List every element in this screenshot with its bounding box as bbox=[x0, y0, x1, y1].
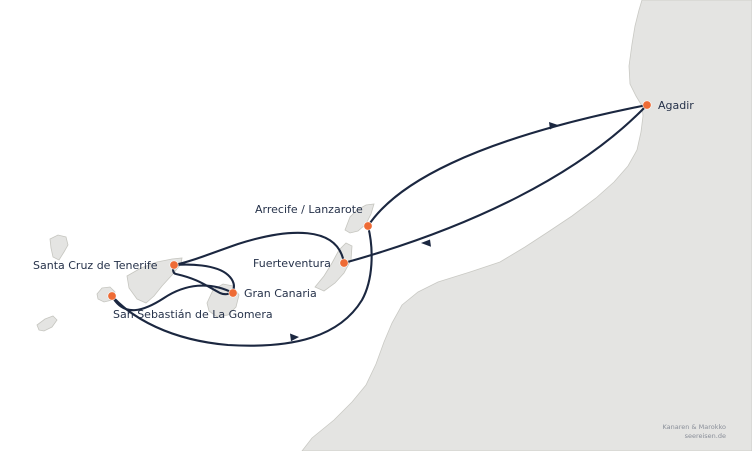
port-label-tenerife: Santa Cruz de Tenerife bbox=[33, 259, 158, 272]
credit-title: Kanaren & Marokko bbox=[662, 423, 726, 431]
route-arrow-icon bbox=[549, 122, 558, 130]
island-lanzarote bbox=[344, 203, 375, 234]
port-label-fuerteventura: Fuerteventura bbox=[253, 257, 331, 270]
port-label-gran-canaria: Gran Canaria bbox=[244, 287, 317, 300]
port-dot-tenerife[interactable] bbox=[169, 260, 179, 270]
island-la-palma bbox=[49, 234, 69, 261]
port-dot-agadir[interactable] bbox=[642, 100, 652, 110]
route-agadir-to-fuerteventura bbox=[342, 103, 649, 265]
african-coast bbox=[301, 0, 752, 451]
route-arrecife-to-agadir bbox=[366, 103, 649, 228]
port-dot-fuerteventura[interactable] bbox=[339, 258, 349, 268]
map-credit: Kanaren & Marokko seereisen.de bbox=[663, 423, 726, 441]
port-dot-arrecife[interactable] bbox=[363, 221, 373, 231]
route-tenerife-to-gran-canaria bbox=[172, 263, 235, 296]
credit-site: seereisen.de bbox=[684, 432, 726, 440]
route-gomera-to-arrecife bbox=[110, 224, 373, 347]
port-label-agadir: Agadir bbox=[658, 99, 694, 112]
port-label-gomera: San Sebastián de La Gomera bbox=[113, 308, 273, 321]
route-arrow-icon bbox=[421, 239, 431, 247]
island-el-hierro bbox=[36, 315, 58, 332]
port-dot-gomera[interactable] bbox=[107, 291, 117, 301]
port-dot-gran-canaria[interactable] bbox=[228, 288, 238, 298]
route-fuerteventura-to-tenerife bbox=[172, 231, 346, 267]
route-arrow-icon bbox=[290, 333, 299, 342]
route-gran-canaria-to-gomera bbox=[110, 284, 235, 312]
island-tenerife bbox=[126, 257, 183, 304]
port-label-arrecife: Arrecife / Lanzarote bbox=[255, 203, 363, 216]
